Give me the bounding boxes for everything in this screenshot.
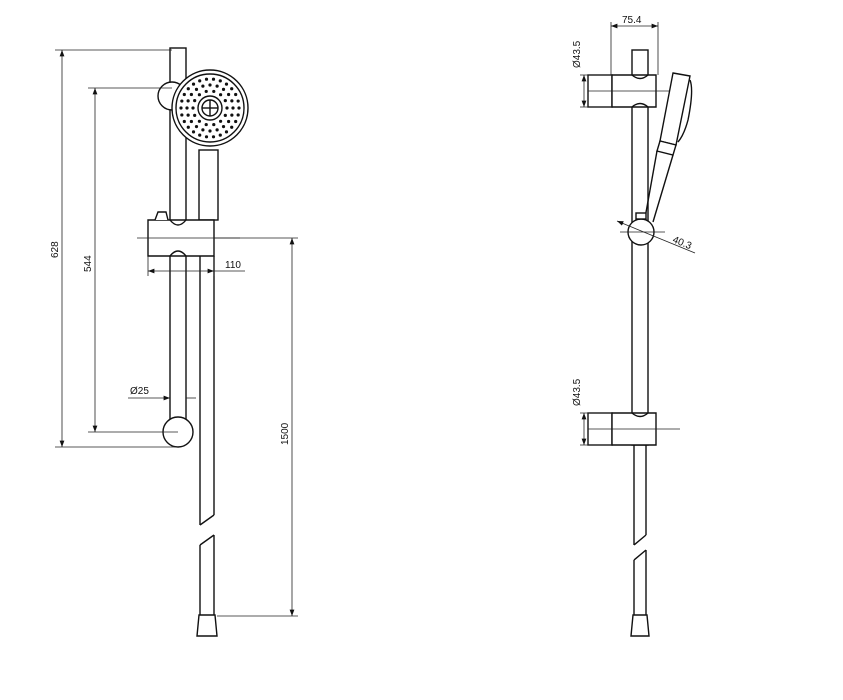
dim-43-5-top-label: Ø43.5 (572, 40, 583, 68)
side-hose-nut (630, 614, 650, 637)
nozzle-dot (182, 119, 186, 124)
nozzle-dot (189, 92, 193, 97)
nozzle-dot (204, 122, 208, 127)
nozzle-dot (230, 87, 234, 91)
nozzle-dot (201, 84, 205, 88)
dimension-projection: 110 (147, 256, 245, 276)
dim-628-label: 628 (50, 241, 61, 258)
nozzle-dot (218, 79, 222, 83)
dimension-rail-diameter: Ø25 (128, 386, 196, 401)
nozzle-dot (185, 106, 189, 110)
dim-1500-label: 1500 (280, 422, 291, 445)
nozzle-dot (191, 82, 196, 86)
dimension-bracket-spacing: 544 (83, 87, 178, 433)
nozzle-dot (197, 119, 202, 123)
nozzle-dot (215, 84, 219, 88)
nozzle-dot (208, 129, 212, 133)
nozzle-dot (218, 93, 223, 97)
dimension-bracket-depth: 75.4 (610, 15, 659, 75)
nozzle-dot (180, 113, 184, 117)
nozzle-dot (211, 135, 216, 139)
nozzle-dot (225, 106, 229, 110)
nozzle-dot (204, 89, 208, 94)
dim-110-label: 110 (225, 260, 241, 271)
dimension-hose-length: 1500 (214, 237, 298, 617)
dim-40-3-label: 40.3 (671, 235, 694, 253)
dim-25-label: Ø25 (130, 386, 149, 397)
nozzle-dot (237, 106, 241, 110)
nozzle-dot (193, 99, 197, 103)
nozzle-dot (230, 113, 234, 117)
nozzle-dot (227, 119, 231, 124)
nozzle-dot (223, 99, 227, 103)
dim-544-label: 544 (83, 255, 94, 272)
nozzle-dot (182, 92, 186, 97)
side-slider-button (635, 212, 647, 220)
nozzle-dot (236, 113, 240, 117)
nozzle-dot (218, 133, 222, 137)
hose (196, 256, 218, 637)
side-rail (631, 49, 649, 446)
nozzle-dot (204, 135, 209, 139)
front-view: 628 544 110 Ø25 1500 (50, 47, 298, 637)
nozzle-dot (221, 125, 226, 129)
nozzle-dot (186, 113, 190, 117)
nozzle-dot (230, 99, 234, 103)
nozzle-dot (234, 92, 238, 97)
nozzle-dot (215, 128, 219, 132)
hose-nut (196, 614, 218, 637)
nozzle-dot (191, 106, 195, 110)
nozzle-dot (234, 119, 238, 124)
nozzle-dot (218, 119, 223, 123)
nozzle-dot (189, 119, 193, 124)
nozzle-dot (194, 125, 199, 129)
side-view: 75.4 Ø43.5 Ø43.5 40.3 (572, 15, 696, 637)
nozzle-dot (231, 106, 235, 110)
nozzle-dot (186, 99, 190, 103)
nozzle-dot (198, 133, 202, 137)
handset-handle (198, 149, 219, 221)
nozzle-dot (208, 83, 212, 87)
nozzle-dot (194, 87, 199, 91)
nozzle-dot (180, 99, 184, 103)
nozzle-dot (186, 87, 190, 91)
nozzle-dot (179, 106, 183, 110)
nozzle-dot (230, 125, 234, 129)
dim-75-4-label: 75.4 (622, 15, 642, 26)
nozzle-dot (224, 82, 229, 86)
nozzle-dot (198, 79, 202, 83)
dim-43-5-bottom-label: Ø43.5 (572, 378, 583, 406)
slider-button (154, 211, 169, 221)
nozzle-dot (212, 122, 216, 127)
nozzle-dot (221, 87, 226, 91)
nozzle-dot (227, 92, 231, 97)
shower-head (171, 69, 249, 147)
nozzle-dot (224, 130, 229, 134)
nozzle-dot (211, 77, 216, 81)
nozzle-dot (201, 128, 205, 132)
nozzle-dot (186, 125, 190, 129)
nozzle-dot (212, 89, 216, 94)
side-hose (630, 445, 650, 637)
side-shower-head (644, 72, 693, 223)
dimension-overall-height: 628 (50, 49, 178, 448)
nozzle-dot (197, 93, 202, 97)
nozzle-dot (204, 77, 209, 81)
dimension-top-bracket-diameter: Ø43.5 (572, 40, 612, 108)
nozzle-dot (193, 113, 197, 117)
nozzle-dot (236, 99, 240, 103)
dimension-bottom-bracket-diameter: Ø43.5 (572, 378, 612, 446)
nozzle-dot (191, 130, 196, 134)
nozzle-dot (223, 113, 227, 117)
